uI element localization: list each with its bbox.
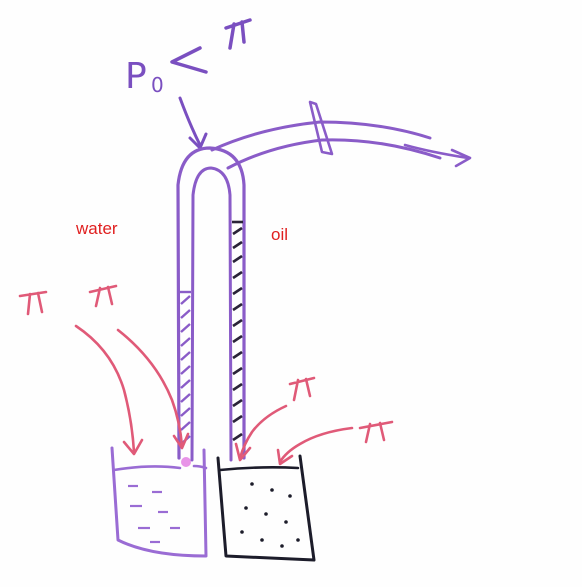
pi-symbol-left-1 (18, 290, 48, 316)
water-column-hatching (180, 290, 191, 445)
flow-arrow-shaft (403, 143, 470, 160)
oil-container-wall (216, 454, 316, 562)
pressure-arrow-right-inner-head (234, 442, 252, 462)
pressure-arrow-right-outer-head (276, 448, 294, 466)
pressure-arrow-left-inner-head (172, 432, 190, 450)
pi-symbol-left-2 (88, 284, 118, 308)
pressure-subscript: 0 (151, 73, 164, 97)
clamp-valve (308, 100, 334, 156)
pressure-symbol: P (125, 56, 147, 97)
pi-symbol-right-1 (288, 376, 316, 402)
flow-arrow-head (450, 148, 472, 168)
pressure-arrow-right-inner (238, 404, 288, 460)
oil-column-hatching (232, 220, 243, 442)
pressure-inequality: P 0 (125, 18, 252, 150)
inverted-u-tube (176, 146, 246, 462)
water-inlet-highlight (181, 457, 191, 467)
outlet-tube-bottom (226, 138, 442, 170)
oil-surface (218, 466, 300, 472)
water-label: water (75, 219, 118, 238)
less-than-sign (170, 46, 208, 74)
oil-texture-dots (240, 482, 300, 548)
pressure-arrow-left-outer-head (122, 438, 144, 456)
tube-inner-wall (190, 166, 233, 462)
pi-symbol-right-2 (358, 420, 394, 444)
atmospheric-pressure-annotations (18, 284, 394, 466)
water-texture-marks (128, 484, 180, 544)
water-container (110, 446, 208, 558)
pressure-arrow-left-inner (116, 328, 184, 448)
tube-outer-wall (176, 146, 246, 460)
oil-label: oil (271, 225, 288, 244)
pi-symbol-top (224, 18, 252, 50)
pressure-arrow-right-outer (278, 426, 354, 464)
suction-outlet-tube (210, 100, 472, 170)
water-container-wall (110, 446, 208, 558)
outlet-tube-top (210, 120, 432, 152)
pointer-arrow-shaft (178, 96, 202, 147)
pressure-arrow-left-outer (74, 324, 136, 454)
water-surface (112, 464, 208, 472)
oil-container (216, 454, 316, 562)
